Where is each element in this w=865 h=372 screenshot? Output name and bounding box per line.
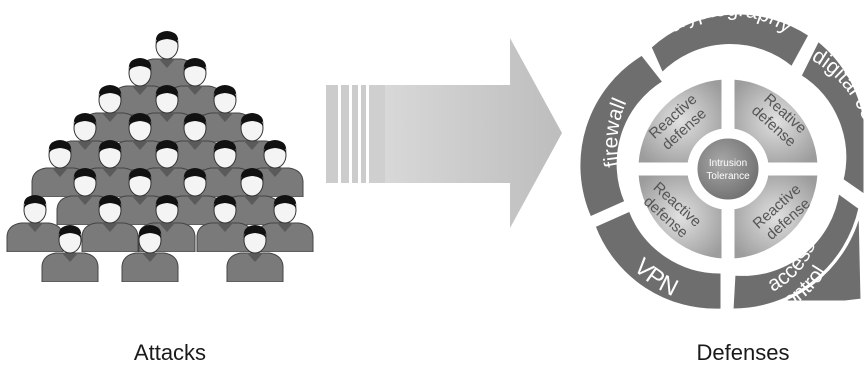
defense-wheel: Intrusion Tolerance Reactive defense Rea… — [579, 0, 865, 317]
attack-arrow — [326, 38, 562, 228]
attackers-crowd — [7, 31, 313, 282]
attacks-caption: Attacks — [120, 340, 220, 366]
center-circle — [696, 137, 760, 201]
center-label-line2: Tolerance — [706, 171, 750, 182]
attacker-figure — [7, 195, 63, 252]
center-label-line1: Intrusion — [709, 158, 747, 169]
defenses-caption: Defenses — [678, 340, 808, 366]
